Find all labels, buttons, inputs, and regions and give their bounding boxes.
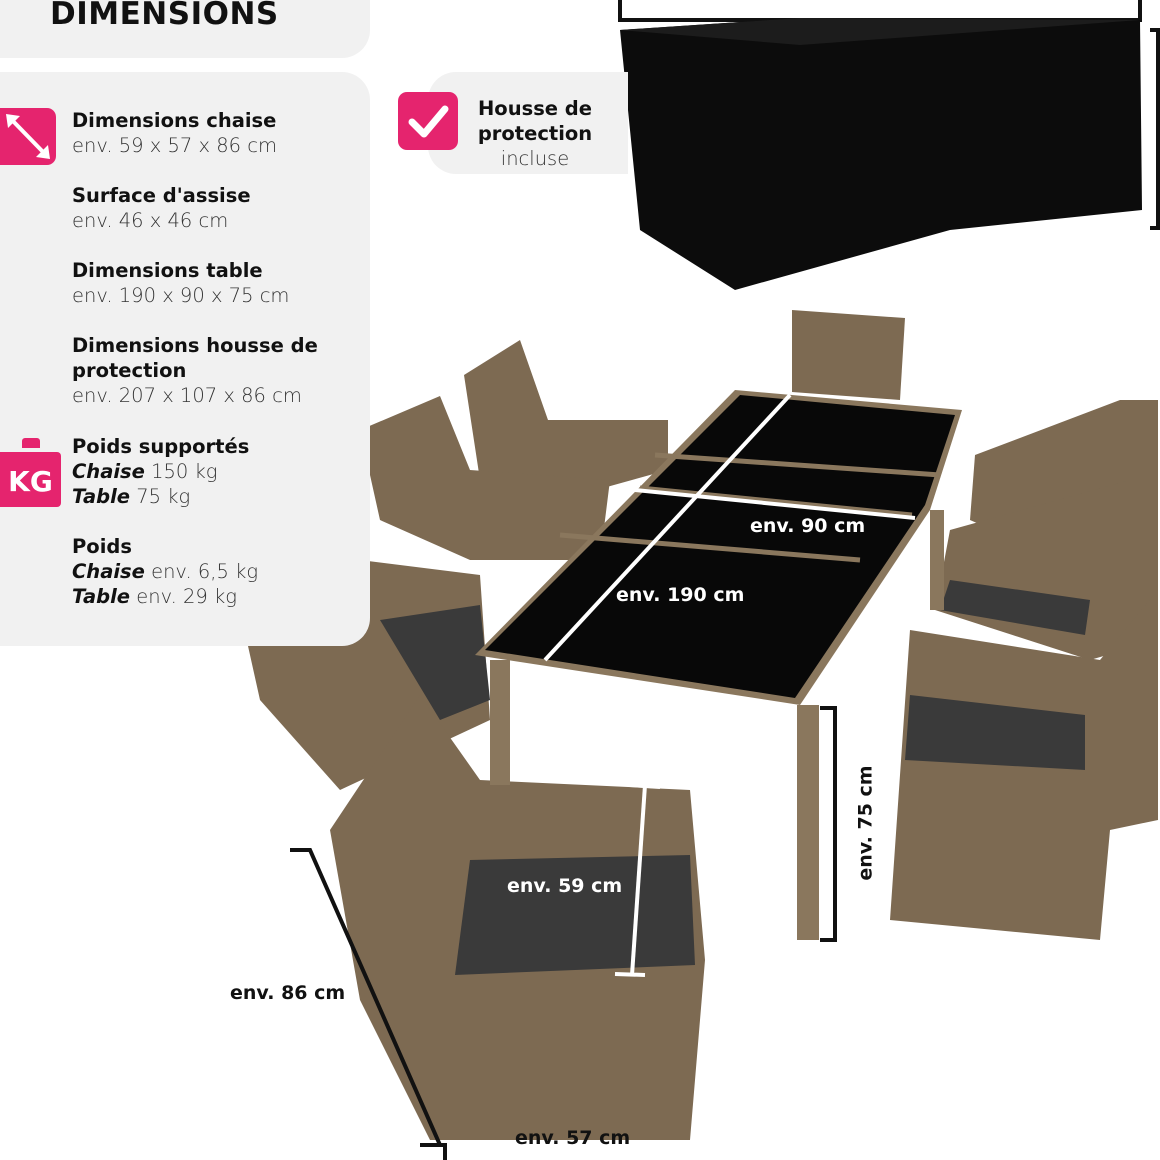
cover-included-text: Housse de protection incluse (477, 97, 593, 170)
spec-weight: Poids Chaise env. 6,5 kg Table env. 29 k… (72, 535, 259, 608)
chair-width-label: env. 57 cm (515, 1127, 631, 1149)
page-title: DIMENSIONS (50, 0, 279, 32)
checkmark-icon (398, 92, 458, 150)
table-height-label: env. 75 cm (854, 765, 877, 881)
chair-height-label: env. 86 cm (230, 982, 346, 1004)
protective-cover (618, 0, 1160, 290)
cover-badge (428, 72, 628, 174)
table-width-label: env. 90 cm (750, 515, 866, 537)
spec-max-load: Poids supportés Chaise 150 kg Table 75 k… (72, 435, 250, 508)
dimension-lines (543, 393, 916, 977)
table (475, 390, 962, 940)
resize-arrows-icon (0, 108, 56, 165)
specs-panel (0, 72, 370, 646)
header-panel: DIMENSIONS (0, 0, 370, 58)
weight-kg-icon: KG (0, 438, 61, 507)
table-length-label: env. 190 cm (616, 584, 745, 606)
seat-depth-label: env. 59 cm (507, 875, 623, 897)
